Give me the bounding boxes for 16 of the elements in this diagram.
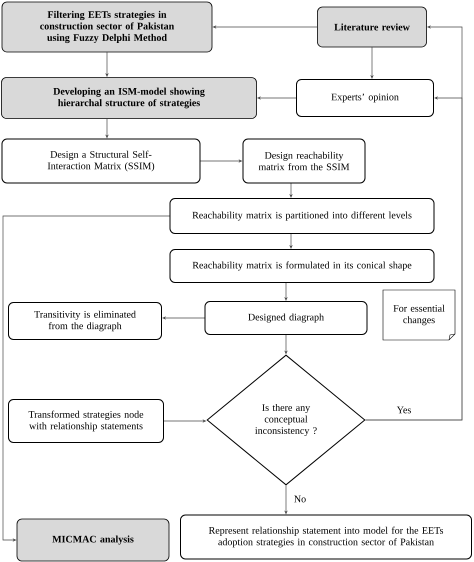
- process-box: Transformed strategies node with relationship statements: [8, 399, 164, 443]
- process-box: Design a Structural Self-Interaction Matrix (SSIM): [2, 138, 200, 184]
- process-box: Reachability matrix is partitioned into different levels: [170, 198, 434, 234]
- process-box: Reachability matrix is formulated in its conical shape: [170, 249, 434, 283]
- process-box: Represent relationship statement into model for the EETs adoption strategies in construction sector of Pakistan: [180, 514, 472, 560]
- process-box: MICMAC analysis: [16, 518, 170, 562]
- process-box: Experts’ opinion: [296, 79, 434, 117]
- edge-label: No: [292, 494, 308, 504]
- process-box: Literature review: [317, 6, 427, 48]
- edge-label: Yes: [396, 406, 412, 414]
- process-box: Designed diagraph: [204, 301, 368, 335]
- process-box: Design reachability matrix from the SSIM: [242, 138, 366, 184]
- process-box: Developing an ISM-model showing hierarchal structure of strategies: [1, 77, 257, 119]
- process-box: Filtering EETs strategies in construction sector of Pakistan using Fuzzy Delphi Method: [2, 2, 212, 52]
- note-box: For essential changes: [382, 290, 456, 340]
- process-box: Transitivity is eliminated from the diagraph: [8, 302, 162, 340]
